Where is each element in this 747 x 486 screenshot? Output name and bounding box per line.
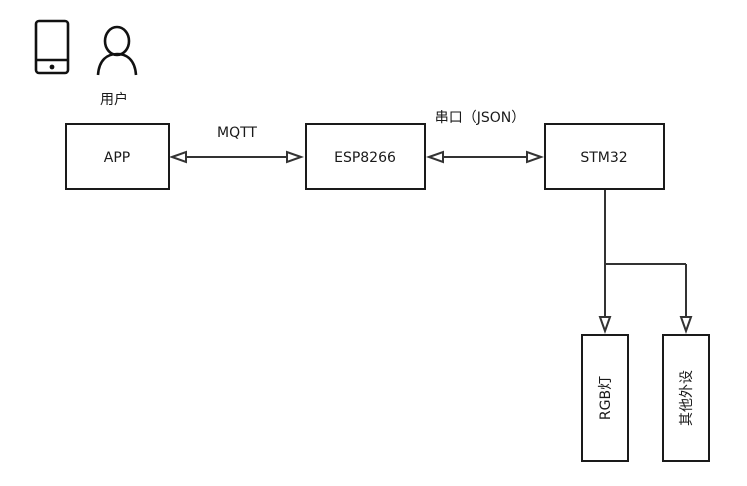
node-rgb-led: RGB灯 xyxy=(581,334,629,462)
connector-stm-peripherals xyxy=(598,190,693,334)
node-label-rgb-led: RGB灯 xyxy=(598,376,614,420)
arrow-head-left xyxy=(169,150,187,164)
smartphone-icon xyxy=(34,19,70,75)
user-label: 用户 xyxy=(100,91,128,108)
connector-app-esp xyxy=(169,150,304,164)
arrow-head-right xyxy=(286,150,304,164)
arrow-head-left xyxy=(426,150,444,164)
node-other-peripherals: 其他外设 xyxy=(662,334,710,462)
node-label-app: APP xyxy=(104,150,130,166)
connector-esp-stm xyxy=(426,150,544,164)
node-stm32: STM32 xyxy=(544,123,665,190)
user-icon xyxy=(96,25,138,76)
node-label-esp8266: ESP8266 xyxy=(334,150,396,166)
node-esp8266: ESP8266 xyxy=(305,123,426,190)
link-label-mqtt: MQTT xyxy=(217,125,257,141)
node-label-other-peripherals: 其他外设 xyxy=(679,370,695,426)
node-label-stm32: STM32 xyxy=(580,150,627,166)
arrow-head-right xyxy=(526,150,544,164)
link-label-serial-json: 串口（JSON） xyxy=(435,110,526,126)
arrow-head-down xyxy=(679,316,693,334)
arrow-head-down xyxy=(598,316,612,334)
node-app: APP xyxy=(65,123,170,190)
